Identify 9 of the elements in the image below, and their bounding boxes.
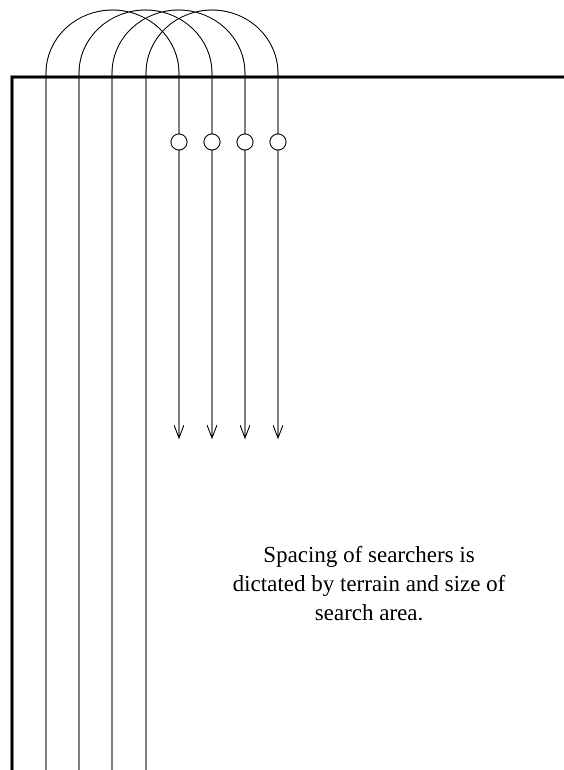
searcher-circle <box>170 134 188 150</box>
arrow <box>174 150 184 438</box>
searcher-circle <box>236 134 254 150</box>
arrow <box>272 150 284 438</box>
arrow <box>240 150 250 438</box>
note-text: Spacing of searchers is dictated by terrain and size of search area. <box>232 541 506 627</box>
searcher-circle <box>270 134 286 150</box>
searcher-circle <box>204 134 220 150</box>
arrow <box>206 150 218 438</box>
